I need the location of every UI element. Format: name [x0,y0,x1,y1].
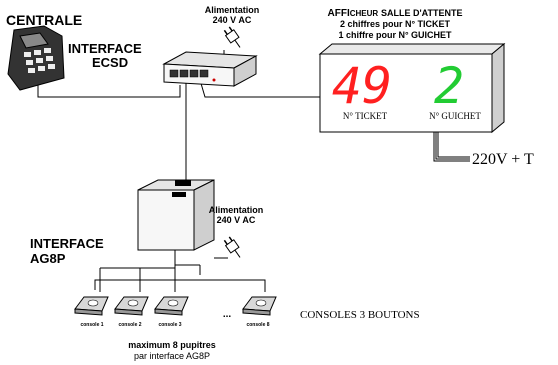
power-right-label: 220V + T [472,151,534,168]
ecsd-label-line1: INTERFACE [68,41,142,56]
ecsd-interface-box [162,51,258,87]
ag8p-connector [172,192,186,197]
plug-icon [223,236,241,258]
wire-220v-c [437,131,470,158]
console-3-label: console 3 [158,322,181,328]
console-1 [74,296,109,316]
wire-220v-a [433,131,470,162]
keypad-device [7,25,65,91]
ticket-label: N° TICKET [343,111,388,121]
afficheur-line2: 2 chiffres pour N° TICKET [340,19,451,29]
ecsd-port-4 [199,69,209,78]
guichet-label: N° GUICHET [429,111,481,121]
ecsd-port-1 [169,69,179,78]
ag8p-vent [175,180,191,186]
ecsd-led [212,78,216,82]
ecsd-label-line2: ECSD [92,55,128,70]
console-8-label: console 8 [246,322,269,328]
wire-bus [94,279,266,292]
console-ellipsis: ... [223,309,232,320]
consoles-max-line2: par interface AG8P [134,351,210,361]
console-8 [242,296,277,316]
consoles-caption: CONSOLES 3 BOUTONS [300,309,420,321]
ag8p-interface-box [137,179,215,251]
afficheur-display [318,42,506,134]
ag8p-label-line1: INTERFACE [30,236,104,251]
consoles-max-line1: maximum 8 pupitres [128,340,216,350]
ecsd-port-3 [189,69,199,78]
guichet-digit: 2 [434,57,464,115]
centrale-label: CENTRALE [6,12,82,28]
power-top-line2: 240 V AC [213,15,252,25]
plug-icon [223,26,241,48]
wire-centrale-to-ecsd [37,80,181,98]
console-2-label: console 2 [118,322,141,328]
power-mid-line2: 240 V AC [217,215,256,225]
wire-220v-b [435,131,470,160]
connection-lines [37,50,470,292]
afficheur-title: AFFICHEUR SALLE D'ATTENTE [328,8,463,19]
wire-ecsd-to-afficheur [199,79,320,98]
power-mid-line1: Alimentation [209,205,264,215]
console-2 [114,296,149,316]
console-3 [154,296,189,316]
ag8p-label-line2: AG8P [30,251,66,266]
console-1-label: console 1 [80,322,103,328]
ticket-digits: 49 [332,57,392,115]
power-top-line1: Alimentation [205,5,260,15]
ecsd-port-2 [179,69,189,78]
afficheur-line3: 1 chiffre pour N° GUICHET [338,30,452,40]
